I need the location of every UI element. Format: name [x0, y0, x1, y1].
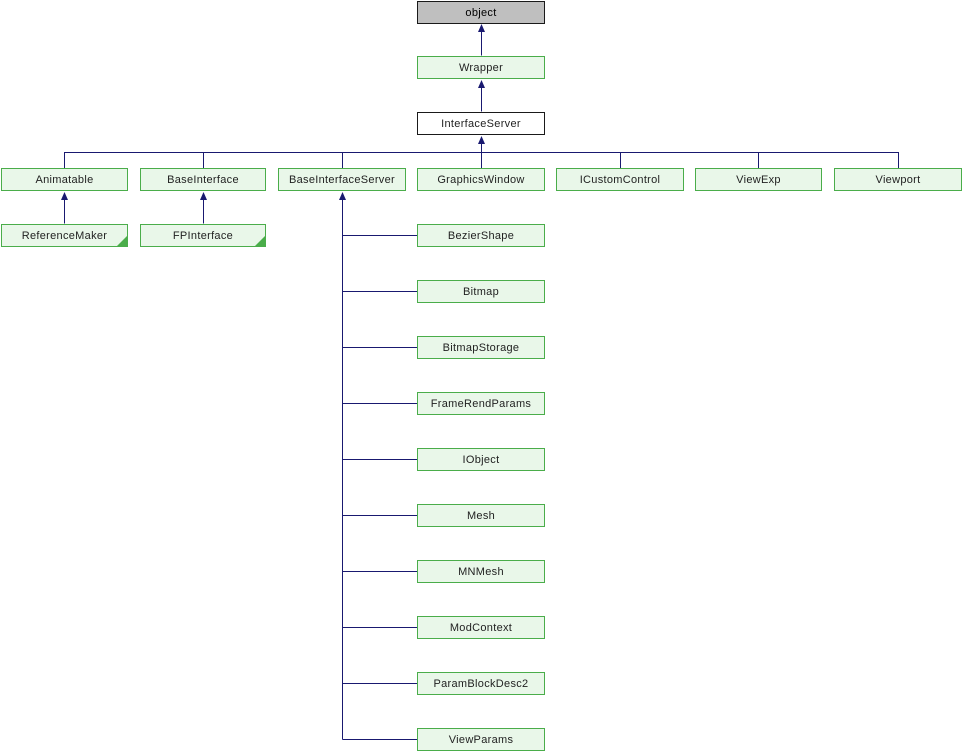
node-wrapper-label: Wrapper	[458, 61, 504, 74]
node-referencemaker[interactable]: ReferenceMaker	[1, 224, 128, 247]
node-interfaceserver: InterfaceServer	[417, 112, 545, 135]
node-iobject[interactable]: IObject	[417, 448, 545, 471]
node-animatable-label: Animatable	[35, 173, 94, 186]
node-referencemaker-label: ReferenceMaker	[21, 229, 108, 242]
node-icustomcontrol[interactable]: ICustomControl	[556, 168, 684, 191]
node-bitmapstorage[interactable]: BitmapStorage	[417, 336, 545, 359]
node-framerendparams-label: FrameRendParams	[430, 397, 532, 410]
node-graphicswindow-label: GraphicsWindow	[437, 173, 525, 186]
arrowhead-to-baseinterfaceserver	[339, 192, 346, 200]
arrowhead-to-object	[478, 24, 485, 32]
node-viewparams[interactable]: ViewParams	[417, 728, 545, 751]
node-mnmesh-label: MNMesh	[458, 565, 504, 578]
more-children-fold-icon	[255, 236, 265, 246]
node-iobject-label: IObject	[462, 453, 500, 466]
node-paramblockdesc2[interactable]: ParamBlockDesc2	[417, 672, 545, 695]
node-viewexp-label: ViewExp	[736, 173, 781, 186]
node-modcontext[interactable]: ModContext	[417, 616, 545, 639]
node-bitmap-label: Bitmap	[462, 285, 500, 298]
node-mesh[interactable]: Mesh	[417, 504, 545, 527]
node-baseinterface[interactable]: BaseInterface	[140, 168, 266, 191]
arrowhead-to-baseinterface	[200, 192, 207, 200]
node-beziershape-label: BezierShape	[447, 229, 515, 242]
node-graphicswindow[interactable]: GraphicsWindow	[417, 168, 545, 191]
node-mnmesh[interactable]: MNMesh	[417, 560, 545, 583]
node-bitmapstorage-label: BitmapStorage	[442, 341, 520, 354]
arrowhead-to-wrapper	[478, 80, 485, 88]
node-baseinterface-label: BaseInterface	[167, 173, 239, 186]
edge-trunk-baseinterfaceserver-children	[342, 198, 417, 740]
node-baseinterfaceserver[interactable]: BaseInterfaceServer	[278, 168, 406, 191]
node-fpinterface-label: FPInterface	[172, 229, 234, 242]
arrowhead-to-interfaceserver	[478, 136, 485, 144]
edge-bus-line	[64, 152, 899, 168]
node-bitmap[interactable]: Bitmap	[417, 280, 545, 303]
node-animatable[interactable]: Animatable	[1, 168, 128, 191]
node-object-label: object	[465, 6, 497, 19]
node-object: object	[417, 1, 545, 24]
node-viewport-label: Viewport	[875, 173, 921, 186]
node-framerendparams[interactable]: FrameRendParams	[417, 392, 545, 415]
arrowhead-to-animatable	[61, 192, 68, 200]
node-wrapper[interactable]: Wrapper	[417, 56, 545, 79]
node-icustomcontrol-label: ICustomControl	[579, 173, 661, 186]
node-modcontext-label: ModContext	[449, 621, 513, 634]
node-baseinterfaceserver-label: BaseInterfaceServer	[289, 173, 395, 186]
node-viewexp[interactable]: ViewExp	[695, 168, 822, 191]
node-fpinterface[interactable]: FPInterface	[140, 224, 266, 247]
node-viewparams-label: ViewParams	[448, 733, 514, 746]
node-mesh-label: Mesh	[466, 509, 496, 522]
node-beziershape[interactable]: BezierShape	[417, 224, 545, 247]
more-children-fold-icon	[117, 236, 127, 246]
node-viewport[interactable]: Viewport	[834, 168, 962, 191]
node-interfaceserver-label: InterfaceServer	[441, 117, 521, 130]
node-paramblockdesc2-label: ParamBlockDesc2	[433, 677, 529, 690]
